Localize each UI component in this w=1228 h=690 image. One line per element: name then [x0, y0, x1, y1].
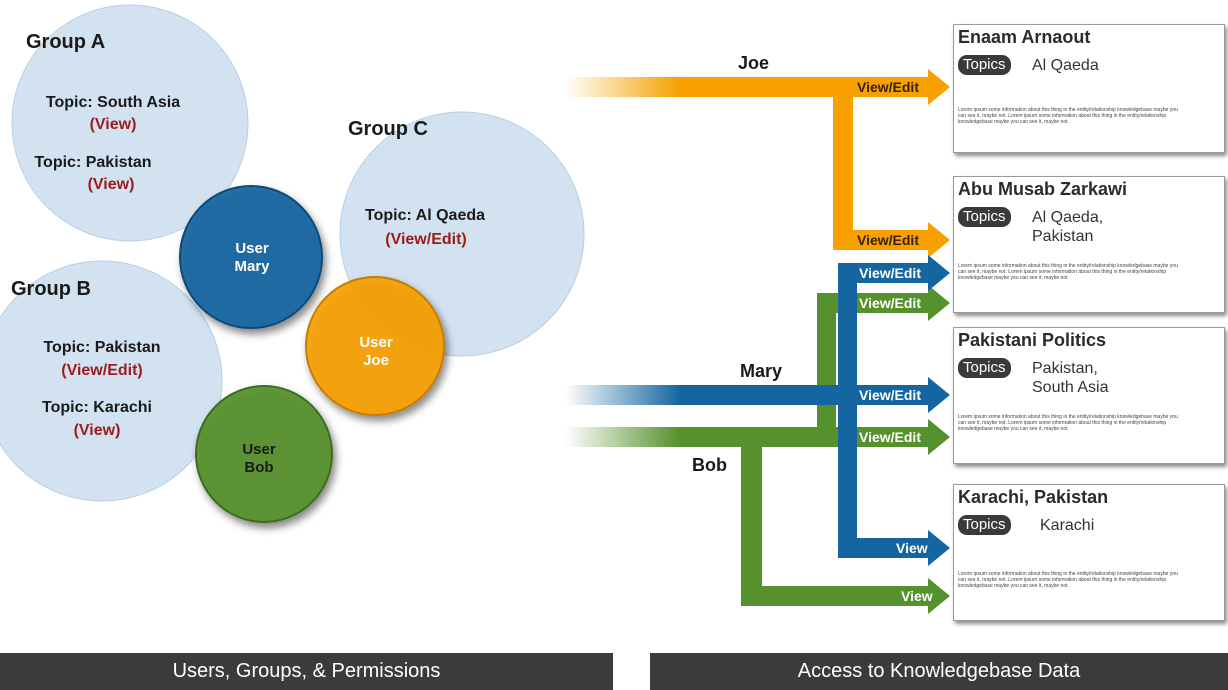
card-description: Lorem ipsum some information about this …	[958, 414, 1178, 432]
mary-arrowhead-3	[928, 530, 950, 566]
bob-arrowhead-3	[928, 578, 950, 614]
mary-arrowhead-1	[928, 255, 950, 291]
group-a-permission-2[interactable]: (View)	[87, 176, 135, 193]
card-pakistani-politics[interactable]: Pakistani Politics Topics Pakistan, Sout…	[953, 327, 1225, 464]
user-bob-circle[interactable]	[195, 385, 333, 523]
mary-branch-1	[838, 263, 928, 283]
bob-vertical-upper	[817, 293, 836, 447]
flow-label-bob: Bob	[692, 455, 727, 475]
card-topics: Al Qaeda	[1032, 57, 1099, 74]
group-b-topic-2: Topic: Karachi	[42, 399, 152, 416]
user-joe-label-name: Joe	[363, 352, 389, 369]
joe-arrowhead-1	[928, 69, 950, 105]
card-description: Lorem ipsum some information about this …	[958, 107, 1178, 125]
card-description: Lorem ipsum some information about this …	[958, 571, 1178, 589]
user-joe-circle[interactable]	[305, 276, 445, 416]
user-joe-label-line1: User	[359, 334, 393, 351]
user-mary-label: User Mary	[234, 240, 269, 276]
mary-arrow-1-label: View/Edit	[859, 265, 921, 281]
bob-flow	[565, 285, 950, 614]
group-a-topic-1: Topic: South Asia	[45, 94, 181, 111]
flow-label-mary: Mary	[740, 361, 783, 381]
group-b-permission-2[interactable]: (View)	[73, 422, 121, 439]
card-title: Abu Musab Zarkawi	[958, 179, 1128, 199]
bob-arrow-3-label: View	[901, 588, 933, 604]
topics-badge: Topics	[958, 358, 1011, 378]
bob-trunk	[565, 427, 827, 447]
group-b-title: Group B	[11, 278, 91, 300]
topics-badge: Topics	[958, 55, 1011, 75]
bob-arrow-1-label: View/Edit	[859, 295, 921, 311]
banner-users-groups-permissions: Users, Groups, & Permissions	[0, 653, 613, 690]
user-mary-circle[interactable]	[179, 185, 323, 329]
joe-branch-2	[833, 230, 928, 250]
group-c-topic-1: Topic: Al Qaeda	[364, 207, 486, 224]
mary-arrowhead-2	[928, 377, 950, 413]
mary-trunk	[565, 385, 855, 405]
joe-vertical	[833, 77, 853, 246]
group-a-title: Group A	[26, 31, 106, 53]
mary-branch-3	[838, 538, 928, 558]
group-b-permission-1[interactable]: (View/Edit)	[61, 362, 143, 379]
joe-arrowhead-2	[928, 222, 950, 258]
card-topics: Al Qaeda, Pakistan	[1032, 209, 1104, 245]
joe-arrow-2-label: View/Edit	[857, 232, 919, 248]
mary-flow	[565, 255, 950, 566]
card-abu-musab-zarkawi[interactable]: Abu Musab Zarkawi Topics Al Qaeda, Pakis…	[953, 176, 1225, 313]
mary-vertical	[838, 263, 857, 558]
joe-branch-1	[835, 77, 928, 97]
card-title: Karachi, Pakistan	[958, 487, 1109, 507]
group-a-permission-1[interactable]: (View)	[89, 116, 137, 133]
group-b-circle	[0, 260, 223, 502]
card-topics: Karachi	[1040, 517, 1095, 534]
group-c-permission-1[interactable]: (View/Edit)	[385, 231, 467, 248]
mary-branch-2	[838, 385, 928, 405]
bob-branch-3	[741, 586, 928, 606]
user-mary-label-line1: User	[235, 240, 269, 257]
card-title: Enaam Arnaout	[958, 27, 1091, 47]
user-joe-label: User Joe	[359, 334, 392, 370]
topics-badge: Topics	[958, 207, 1011, 227]
joe-flow	[565, 69, 950, 258]
joe-trunk	[565, 77, 835, 97]
card-enaam-arnaout[interactable]: Enaam Arnaout Topics Al Qaeda Lorem ipsu…	[953, 24, 1225, 153]
flow-label-joe: Joe	[738, 53, 770, 73]
mary-arrow-3-label: View	[896, 540, 928, 556]
card-karachi-pakistan[interactable]: Karachi, Pakistan Topics Karachi Lorem i…	[953, 484, 1225, 621]
bob-arrowhead-2	[928, 419, 950, 455]
bob-arrow-2-label: View/Edit	[859, 429, 921, 445]
bob-vertical-lower	[741, 443, 762, 605]
card-topics: Pakistan, South Asia	[1032, 360, 1109, 396]
user-bob-label-line1: User	[242, 441, 276, 458]
topics-badge: Topics	[958, 515, 1011, 535]
group-b-topic-1: Topic: Pakistan	[43, 339, 161, 356]
banner-knowledgebase-access: Access to Knowledgebase Data	[650, 653, 1228, 690]
user-mary-label-name: Mary	[234, 258, 270, 275]
user-bob-label: User Bob	[242, 441, 275, 477]
joe-arrow-1-label: View/Edit	[857, 79, 919, 95]
card-description: Lorem ipsum some information about this …	[958, 263, 1178, 281]
user-bob-label-name: Bob	[244, 459, 274, 476]
card-title: Pakistani Politics	[958, 330, 1107, 350]
group-a-topic-2: Topic: Pakistan	[34, 154, 152, 171]
group-a-circle	[11, 4, 249, 242]
mary-arrow-2-label: View/Edit	[859, 387, 921, 403]
bob-arrowhead-1	[928, 285, 950, 321]
group-c-title: Group C	[348, 118, 428, 140]
